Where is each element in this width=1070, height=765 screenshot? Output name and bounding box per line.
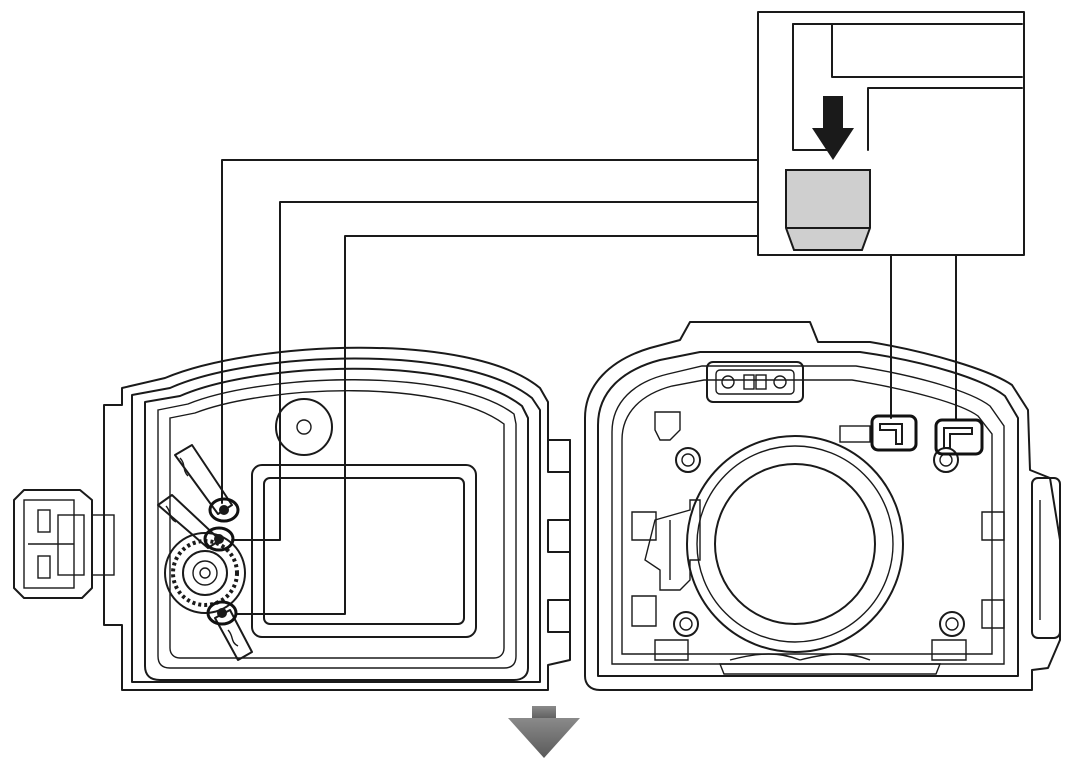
left-door-outer: [103, 346, 571, 691]
lens-port: [686, 435, 904, 653]
bottom-strip: [718, 653, 942, 675]
gray-lock-part: [785, 169, 871, 251]
right-body-outer: [584, 321, 1061, 691]
detail-callout-box: [757, 11, 1025, 256]
highlighted-buttons-left: [203, 497, 240, 626]
press-arrow-icon: [812, 96, 854, 160]
highlighted-parts-right: [839, 414, 984, 456]
inner-bracket: [644, 499, 701, 591]
perimeter-clips: [631, 411, 1005, 661]
leader-lines-left: [221, 159, 759, 615]
lcd-window: [251, 464, 477, 638]
top-vent: [706, 361, 804, 403]
screw-posts: [673, 447, 965, 637]
leader-lines-right: [890, 254, 957, 421]
side-latch: [13, 489, 115, 599]
lever-1: [174, 444, 233, 515]
next-step-arrow-icon: [508, 706, 580, 758]
top-knob: [275, 398, 333, 456]
